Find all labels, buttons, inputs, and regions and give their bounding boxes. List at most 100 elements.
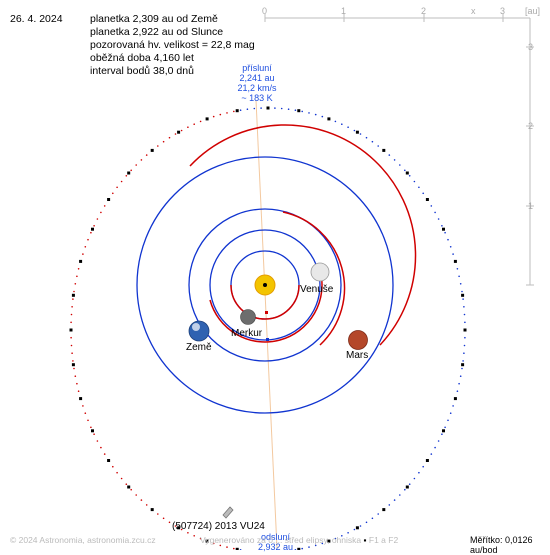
orbit-dot (393, 159, 396, 161)
mars-label: Mars (346, 350, 369, 361)
sun (254, 274, 276, 296)
orbit-interval-marker (382, 148, 386, 152)
orbit-dot (347, 126, 349, 128)
x-tick-label: 0 (262, 6, 268, 16)
orbit-dot (377, 145, 380, 147)
orbit-dot (70, 313, 73, 316)
orbit-dot (103, 205, 106, 207)
sun-center (263, 283, 267, 287)
mars-disc (348, 330, 368, 350)
orbit-interval-marker (69, 328, 73, 332)
mars-orbit-near (189, 124, 417, 346)
orbit-dot (72, 360, 74, 362)
x-tick-label: 2 (421, 6, 427, 16)
orbit-dot (96, 218, 99, 220)
perihelion-title: přísluní (242, 63, 272, 73)
orbit-dot (162, 140, 165, 143)
orbit-dot (434, 446, 436, 449)
orbit-dot (404, 169, 406, 172)
orbit-dot (100, 446, 102, 449)
orbit-interval-marker (91, 227, 94, 231)
orbit-interval-marker (463, 328, 467, 332)
orbit-dot (462, 298, 464, 300)
orbit-dot (226, 112, 228, 114)
orbit-dot (399, 164, 401, 166)
orbit-dot (449, 246, 452, 248)
orbit-dot (125, 483, 128, 486)
orbit-dot (76, 382, 78, 385)
orbit-dot (463, 306, 465, 308)
orbit-dot (463, 313, 466, 316)
orbit-interval-marker (461, 293, 465, 297)
orbit-interval-marker (266, 106, 270, 110)
orbit-dot (274, 107, 276, 109)
orbit-dot (371, 140, 374, 143)
orbit-dot (308, 546, 310, 548)
venus-orbit (209, 229, 321, 341)
orbit-dot (193, 123, 195, 125)
orbit-dot (377, 513, 380, 515)
orbit-dot (246, 108, 249, 110)
orbit-dot (371, 517, 374, 520)
x-tick-label: 1 (341, 6, 347, 16)
orbit-dot (365, 521, 368, 524)
orbit-dot (87, 419, 89, 422)
orbit-dot (422, 465, 425, 468)
orbit-dot (93, 225, 95, 227)
orbit-dot (180, 528, 183, 531)
orbit-dot (140, 499, 143, 501)
earth-orbit-inner (188, 208, 342, 362)
orbit-dot (399, 494, 401, 496)
orbit-dot (187, 532, 189, 534)
perihelion-info: přísluní 2,241 au 21,2 km/s ~ 183 K (222, 63, 292, 103)
orbit-dot (90, 231, 92, 234)
orbit-dot (212, 542, 215, 545)
orbit-interval-marker (297, 547, 301, 550)
orbit-interval-marker (79, 397, 83, 401)
date-label: 26. 4. 2024 (10, 13, 63, 25)
orbit-interval-marker (127, 171, 131, 175)
orbit-dot (430, 205, 433, 207)
orbit-dot (441, 225, 443, 227)
asteroid-name: (507724) 2013 VU24 (172, 521, 265, 532)
generated-label: Vygenerováno za 0,... střed elipsy, ohni… (200, 535, 362, 545)
orbit-interval-marker (453, 397, 457, 401)
orbit-interval-marker (355, 130, 359, 134)
asteroid-icon (222, 506, 234, 519)
venus-orbit-near (209, 269, 323, 343)
y-tick-label: 2 (528, 121, 534, 131)
earth-label: Země (186, 342, 212, 353)
aphelion-distance: 2,932 au (258, 542, 294, 552)
orbit-interval-marker (107, 198, 111, 201)
orbit-dot (100, 211, 102, 214)
orbit-interval-marker (177, 526, 181, 530)
orbit-dot (199, 120, 202, 123)
orbit-interval-marker (127, 485, 131, 489)
orbit-dot (233, 110, 235, 113)
orbit-dot (157, 145, 159, 147)
orbit-dot (334, 120, 337, 123)
earth-disc (188, 320, 210, 342)
orbit-dot (461, 290, 463, 293)
orbit-interval-marker (327, 539, 331, 543)
orbit-dot (130, 169, 132, 172)
info-block: planetka 2,309 au od Země planetka 2,922… (90, 13, 255, 78)
orbit-dot (308, 112, 310, 114)
orbit-dot (437, 440, 440, 442)
orbit-dot (408, 175, 411, 177)
orbit-dot (353, 129, 356, 132)
orbit-dot (404, 488, 406, 491)
orbit-dot (77, 268, 80, 270)
orbit-dot (418, 186, 420, 189)
orbit-interval-marker (461, 363, 465, 367)
orbit-interval-marker (235, 109, 239, 113)
orbit-interval-marker (71, 293, 75, 297)
orbit-dot (73, 290, 75, 293)
orbit-dot (459, 375, 462, 378)
orbit-interval-marker (453, 259, 457, 263)
orbit-dot (70, 344, 73, 347)
orbit-interval-marker (425, 459, 429, 462)
orbit-dot (437, 218, 440, 220)
orbit-interval-marker (442, 429, 445, 433)
orbit-interval-marker (71, 363, 75, 367)
